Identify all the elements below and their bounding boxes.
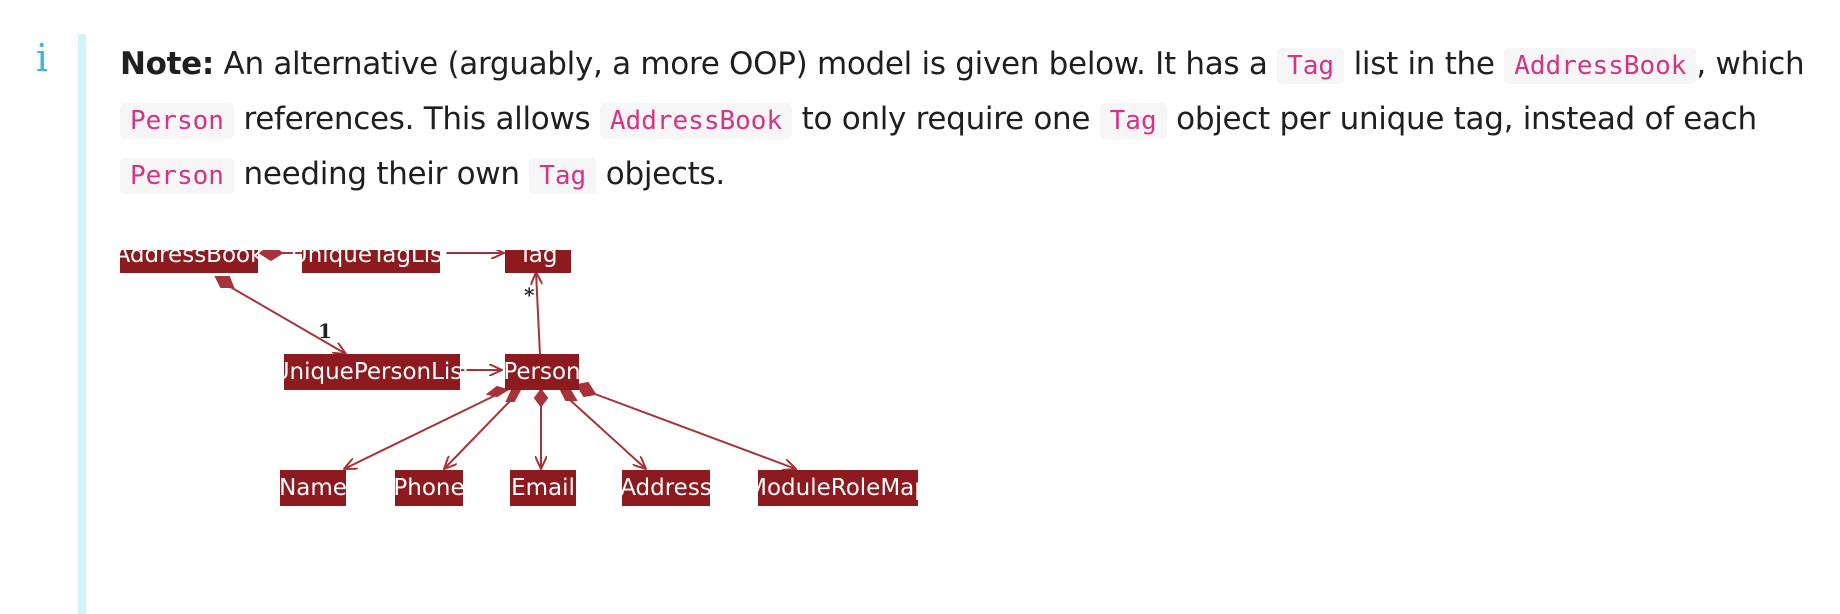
composition-diamond xyxy=(505,389,522,402)
svg-text:UniquePersonList: UniquePersonList xyxy=(273,359,472,385)
multiplicity-label: * xyxy=(482,250,493,253)
note-text-8: objects. xyxy=(596,156,725,192)
inline-code-addressbook: AddressBook xyxy=(1504,48,1697,84)
composition-diamond xyxy=(214,276,235,288)
multiplicity-label: * xyxy=(524,283,535,307)
uml-class-diagram: 1 * * 1 AddressBook UniqueTagList Tag Un… xyxy=(120,250,929,506)
svg-text:Email: Email xyxy=(511,475,575,501)
class-uniquetaglist: UniqueTagList xyxy=(291,250,451,273)
svg-text:Person: Person xyxy=(503,359,580,385)
edge-person-address xyxy=(569,399,646,469)
class-uniquepersonlist: UniquePersonList xyxy=(273,354,472,390)
edge-person-tag xyxy=(536,272,540,356)
class-modulerolemap: ModuleRoleMap xyxy=(747,470,929,506)
class-address: Address xyxy=(620,470,712,506)
note-text-6: object per unique tag, instead of each xyxy=(1166,101,1757,137)
note-text-3: , which xyxy=(1696,46,1805,82)
info-icon: i xyxy=(35,36,49,80)
inline-code-addressbook: AddressBook xyxy=(599,103,793,139)
svg-text:Address: Address xyxy=(620,475,712,501)
note-paragraph: Note: An alternative (arguably, a more O… xyxy=(120,38,1820,203)
class-tag: Tag xyxy=(505,250,571,273)
edge-addressbook-uniquepersonlist xyxy=(226,284,346,354)
inline-code-tag: Tag xyxy=(1099,103,1167,139)
svg-text:Tag: Tag xyxy=(518,250,558,268)
class-person: Person xyxy=(503,354,581,390)
composition-diamond xyxy=(258,250,284,262)
inline-code-person: Person xyxy=(120,103,234,139)
note-text-4: references. This allows xyxy=(233,101,600,137)
class-phone: Phone xyxy=(393,470,465,506)
inline-code-tag: Tag xyxy=(1277,48,1345,84)
composition-diamond xyxy=(485,385,510,398)
composition-diamond xyxy=(559,389,578,401)
edge-person-phone xyxy=(444,397,514,469)
inline-code-person: Person xyxy=(120,158,234,194)
composition-diamond xyxy=(575,381,597,398)
diagram-edges xyxy=(214,250,796,469)
class-email: Email xyxy=(510,470,576,506)
svg-text:Phone: Phone xyxy=(393,475,464,501)
svg-text:UniqueTagList: UniqueTagList xyxy=(291,250,451,268)
inline-code-tag: Tag xyxy=(529,158,597,194)
multiplicity-label: 1 xyxy=(279,250,293,254)
multiplicity-label: 1 xyxy=(318,319,332,343)
callout-accent-bar xyxy=(78,34,86,614)
edge-person-name xyxy=(344,394,497,469)
edge-person-modulerolemap xyxy=(594,393,796,469)
svg-text:ModuleRoleMap: ModuleRoleMap xyxy=(747,475,929,501)
note-text-2: list in the xyxy=(1344,46,1505,82)
class-name: Name xyxy=(279,470,347,506)
note-text-5: to only require one xyxy=(792,101,1100,137)
svg-text:Name: Name xyxy=(279,475,347,501)
note-text-1: An alternative (arguably, a more OOP) mo… xyxy=(213,46,1278,82)
composition-diamond xyxy=(533,388,549,408)
note-label: Note: xyxy=(120,46,214,82)
note-text-7: needing their own xyxy=(233,156,530,192)
svg-text:AddressBook: AddressBook xyxy=(120,250,264,268)
class-addressbook: AddressBook xyxy=(120,250,264,273)
